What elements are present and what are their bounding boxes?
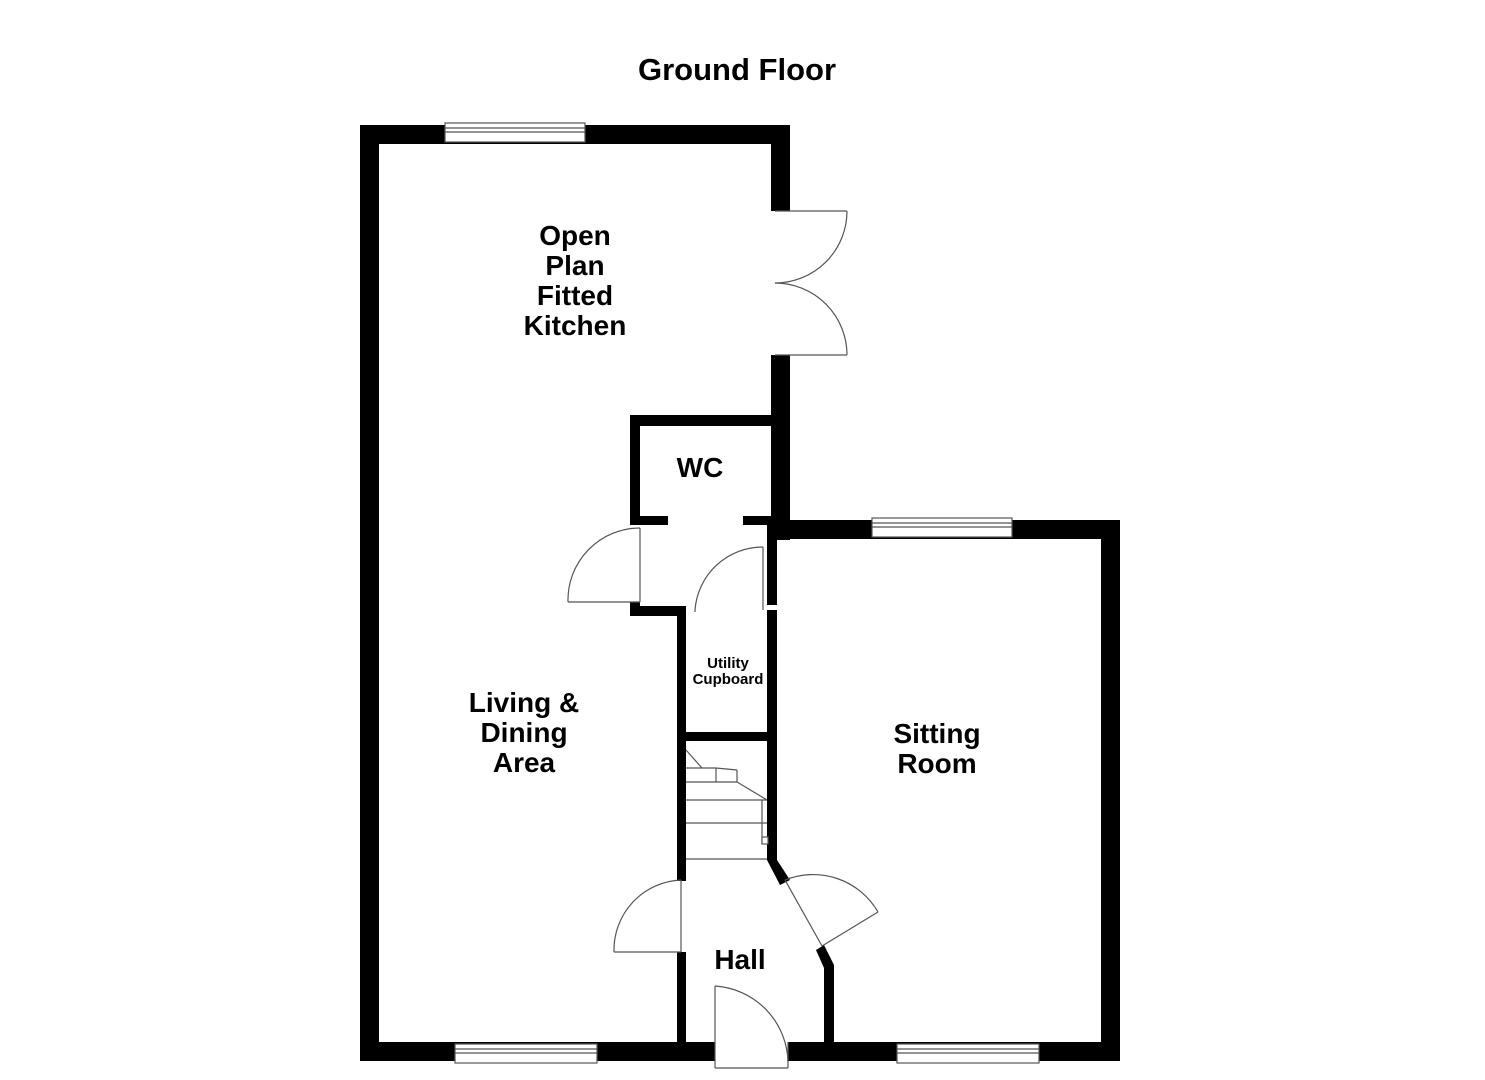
- front-door: [714, 985, 789, 1069]
- french-doors: [774, 210, 848, 356]
- svg-text:Room: Room: [897, 748, 976, 779]
- svg-text:Kitchen: Kitchen: [524, 310, 627, 341]
- svg-text:WC: WC: [677, 452, 724, 483]
- svg-text:Hall: Hall: [714, 944, 765, 975]
- walls: [360, 125, 1120, 1061]
- svg-text:Living &: Living &: [469, 687, 579, 718]
- living-door: [613, 879, 682, 953]
- svg-text:Fitted: Fitted: [537, 280, 613, 311]
- staircase: [685, 749, 769, 860]
- room-utility-label: Utility Cupboard: [693, 655, 764, 688]
- svg-text:Cupboard: Cupboard: [693, 671, 764, 688]
- svg-text:Area: Area: [493, 747, 556, 778]
- room-hall-label: Hall: [714, 944, 765, 975]
- svg-text:Sitting: Sitting: [893, 718, 980, 749]
- floor-title: Ground Floor: [638, 52, 836, 87]
- room-wc-label: WC: [677, 452, 724, 483]
- room-sitting-label: Sitting Room: [893, 718, 980, 779]
- windows: [444, 122, 1040, 1064]
- svg-text:Plan: Plan: [545, 250, 604, 281]
- utility-door: [694, 546, 764, 612]
- window-living-bottom: [454, 1043, 598, 1064]
- wc-door: [567, 527, 641, 603]
- room-kitchen-label: Open Plan Fitted Kitchen: [524, 220, 627, 341]
- svg-text:Utility: Utility: [707, 655, 749, 672]
- window-kitchen-top: [444, 122, 586, 143]
- sitting-door: [784, 873, 879, 947]
- svg-text:Open: Open: [539, 220, 611, 251]
- window-sitting-bottom: [896, 1043, 1040, 1064]
- svg-text:Dining: Dining: [480, 717, 567, 748]
- window-sitting-top: [871, 517, 1013, 538]
- room-living-label: Living & Dining Area: [469, 687, 579, 778]
- doors: [567, 210, 879, 1069]
